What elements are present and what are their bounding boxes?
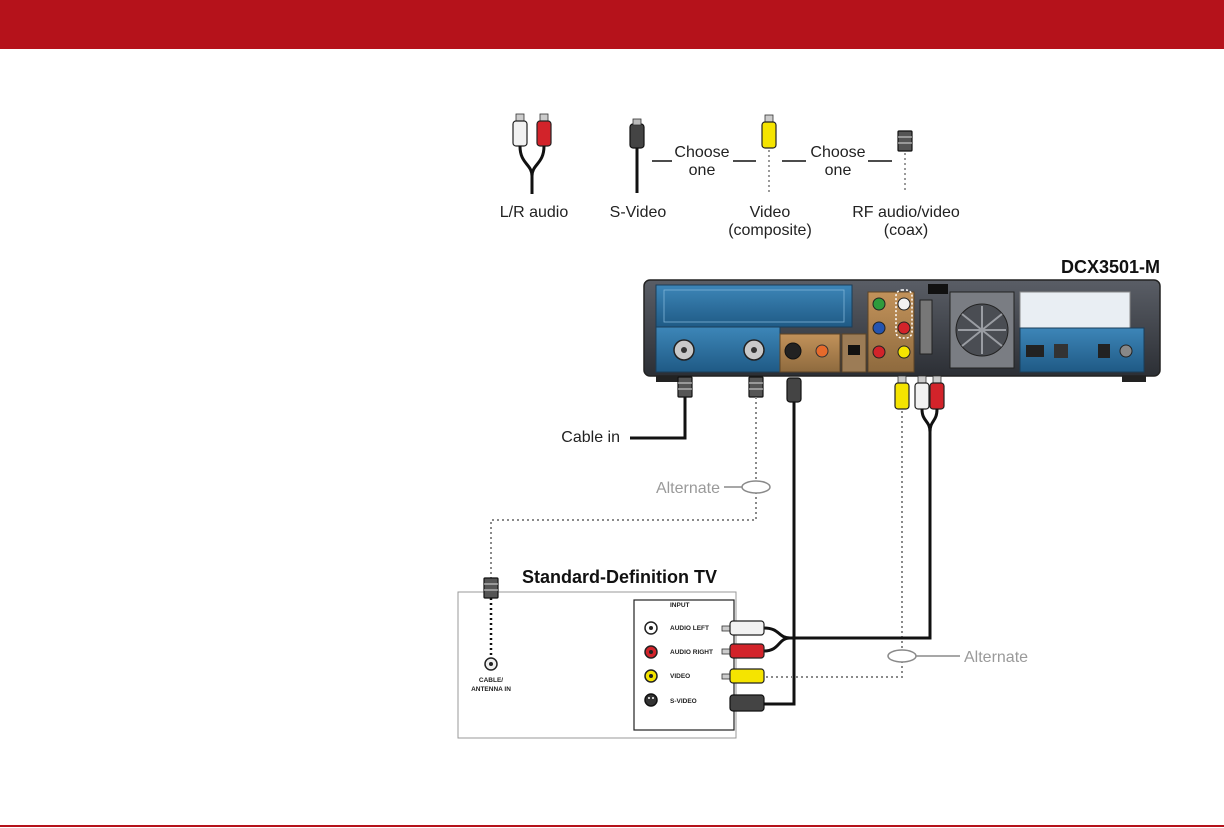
svideo-wire <box>764 377 802 706</box>
choose-one-label: Choose <box>674 144 729 161</box>
lr-audio-plug-icon <box>512 113 552 194</box>
tv-audio-right-label: AUDIO RIGHT <box>670 649 713 656</box>
tv-svideo-jack-icon <box>644 693 658 707</box>
legend-video-label: Video <box>750 204 791 221</box>
tv-audio-left-label: AUDIO LEFT <box>670 625 709 632</box>
tv-antenna-sublabel: ANTENNA IN <box>471 686 511 693</box>
tv-svideo-label: S-VIDEO <box>670 698 697 705</box>
tv-audio-left-jack-icon <box>644 621 658 635</box>
cable-in-label: Cable in <box>561 429 620 446</box>
legend: L/R audio S-Video Choose one Video (comp… <box>500 113 960 239</box>
composite-video-plug-icon <box>761 114 777 193</box>
svideo-jack-icon <box>784 342 802 360</box>
tv-panel <box>457 591 737 739</box>
legend-lr-audio-label: L/R audio <box>500 204 569 221</box>
legend-svideo-label: S-Video <box>610 204 667 221</box>
tv-video-jack-icon <box>644 669 658 683</box>
legend-rf-label: RF audio/video <box>852 204 960 221</box>
choose-one-label: one <box>825 162 852 179</box>
choose-one-label: one <box>689 162 716 179</box>
tv-video-label: VIDEO <box>670 673 690 680</box>
rf-alternate-wire <box>490 376 771 578</box>
cable-in-wire <box>630 376 693 440</box>
coax-jack-icon <box>483 577 499 671</box>
tv-input-header: INPUT <box>670 602 690 609</box>
svideo-plug-icon <box>629 118 645 193</box>
audio-lr-wire <box>763 375 945 653</box>
coax-plug-icon <box>897 130 913 193</box>
header-bar <box>0 0 1224 49</box>
tv-antenna-label: CABLE/ <box>479 677 503 684</box>
legend-video-sublabel: (composite) <box>728 222 812 239</box>
tv-title: Standard-Definition TV <box>522 567 717 587</box>
composite-alternate-wire <box>764 375 960 678</box>
tv-audio-right-jack-icon <box>644 645 658 659</box>
device-model-label: DCX3501-M <box>1061 257 1160 277</box>
footer-line <box>0 825 1224 827</box>
alternate-rf-label: Alternate <box>656 480 720 497</box>
choose-one-label: Choose <box>810 144 865 161</box>
tv-plugs <box>721 620 765 712</box>
alternate-video-label: Alternate <box>964 649 1028 666</box>
legend-rf-sublabel: (coax) <box>884 222 928 239</box>
set-top-box <box>643 279 1161 382</box>
